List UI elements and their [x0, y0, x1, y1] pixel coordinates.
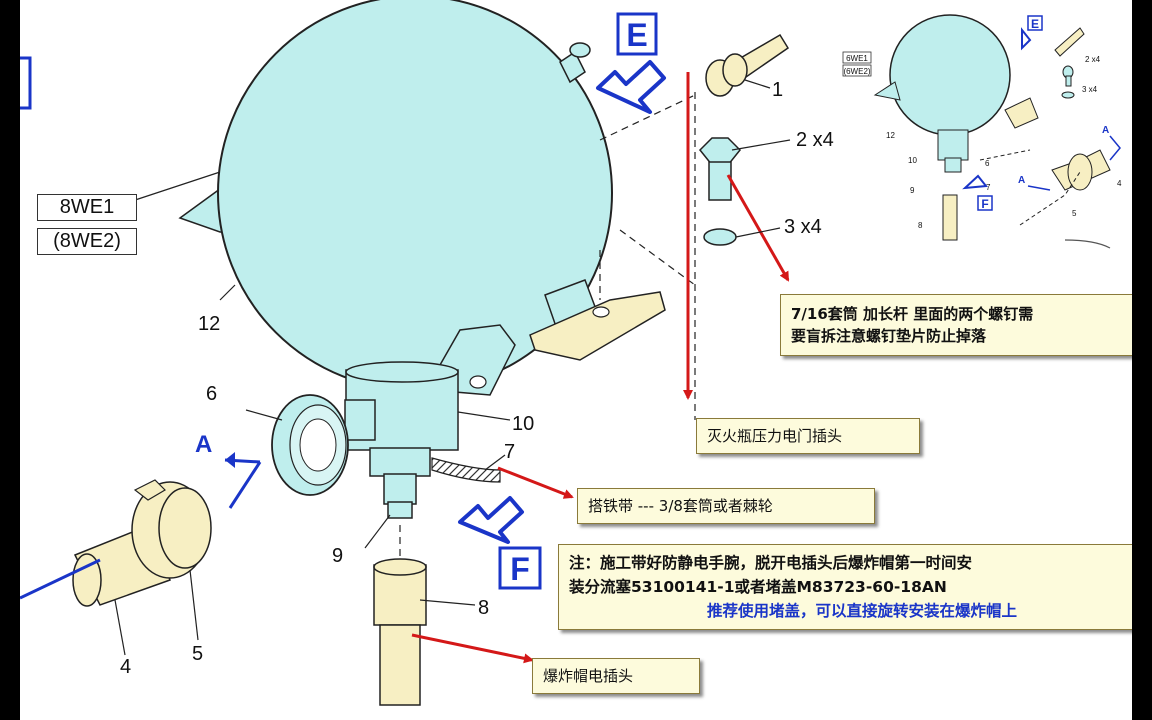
- washer: [703, 228, 737, 246]
- note-pressure-switch-connector: 灭火瓶压力电门插头: [696, 418, 920, 454]
- valve-body: [344, 361, 459, 519]
- inset-callout-8: 8: [918, 221, 923, 230]
- inset-view-letter-f: F: [981, 197, 988, 211]
- inset-bottle: [889, 14, 1011, 136]
- callout-2: 2 x4: [796, 129, 834, 151]
- pressure-switch-connector: [705, 33, 790, 97]
- callout-8: 8: [478, 597, 489, 619]
- view-bracket-partial: [20, 56, 32, 110]
- fill-port: [559, 42, 591, 84]
- view-letter-f: F: [510, 551, 530, 587]
- coupling-nut: [271, 394, 349, 496]
- ref-box-8we1: 8WE1: [37, 194, 137, 221]
- ref-label-8we2: (8WE2): [53, 230, 121, 252]
- note-socket-tool: 7/16套筒 加长杆 里面的两个螺钉需 要盲拆注意螺钉垫片防止掉落: [780, 294, 1132, 356]
- inset-callout-2: 2 x4: [1085, 55, 1101, 64]
- diagram-stage: E F A 1 2 x4 3 x4 4 5 6 7 8 9 10 12: [20, 0, 1132, 720]
- inset-callout-9: 9: [910, 186, 915, 195]
- view-letter-e: E: [626, 17, 647, 53]
- inset-view-letter-a-right: A: [1102, 125, 1109, 136]
- inset-ref-1: 6WE1: [846, 54, 868, 63]
- inset-callout-4: 4: [1117, 179, 1122, 188]
- inset-locator-view: E F A A 6WE1 (6WE2) 2 x4 3 x4 4 5 6 7 8 …: [842, 14, 1122, 249]
- callout-7: 7: [504, 441, 515, 463]
- inset-view-letter-e: E: [1031, 17, 1039, 31]
- view-arrow-f: [458, 496, 524, 544]
- note-caution: 注：施工带好防静电手腕，脱开电插头后爆炸帽第一时间安 装分流塞53100141-…: [558, 544, 1132, 630]
- callout-5: 5: [192, 643, 203, 665]
- callout-leaders: [114, 79, 791, 656]
- view-letter-f-box: F: [498, 546, 542, 590]
- callout-12: 12: [198, 313, 220, 335]
- bonding-strap: [431, 457, 501, 483]
- view-letter-e-box: E: [616, 12, 658, 56]
- note-caution-line1: 注：施工带好防静电手腕，脱开电插头后爆炸帽第一时间安: [569, 554, 973, 572]
- note-squib-text: 爆炸帽电插头: [543, 667, 634, 685]
- callout-6: 6: [206, 383, 217, 405]
- section-line-a: [224, 458, 262, 509]
- mounting-bolt: [698, 137, 742, 201]
- inset-ref-2: (6WE2): [843, 67, 870, 76]
- annotation-arrows: [411, 72, 790, 664]
- note-caution-line2: 装分流塞53100141-1或者堵盖M83723-60-18AN: [569, 578, 947, 596]
- callout-4: 4: [120, 656, 131, 678]
- note-caution-line3: 推荐使用堵盖，可以直接旋转安装在爆炸帽上: [707, 602, 1018, 620]
- note-strap-text: 搭铁带 --- 3/8套筒或者棘轮: [588, 497, 773, 515]
- inset-callout-6: 6: [985, 159, 990, 168]
- note-socket-line2: 要盲拆注意螺钉垫片防止掉落: [791, 327, 987, 345]
- section-line-a-left: [20, 558, 101, 600]
- note-connector-text: 灭火瓶压力电门插头: [707, 427, 843, 445]
- inset-callout-12: 12: [886, 131, 895, 140]
- connector-plug: [72, 479, 212, 607]
- note-bonding-strap: 搭铁带 --- 3/8套筒或者棘轮: [577, 488, 875, 524]
- inset-callout-5: 5: [1072, 209, 1077, 218]
- exploded-view-illustration: E F A 1 2 x4 3 x4 4 5 6 7 8 9 10 12: [20, 0, 1122, 706]
- inset-callout-10: 10: [908, 156, 917, 165]
- ref-label-8we1: 8WE1: [59, 196, 115, 218]
- callout-10: 10: [512, 413, 534, 435]
- callout-3: 3 x4: [784, 216, 822, 238]
- inset-view-letter-a-left: A: [1018, 175, 1025, 186]
- inset-callout-3: 3 x4: [1082, 85, 1098, 94]
- view-arrow-e: [596, 60, 666, 114]
- ref-box-8we2: (8WE2): [37, 228, 137, 255]
- note-squib-connector: 爆炸帽电插头: [532, 658, 700, 694]
- view-letter-a: A: [195, 431, 212, 458]
- note-socket-line1: 7/16套筒 加长杆 里面的两个螺钉需: [791, 305, 1034, 323]
- inset-callout-7: 7: [986, 183, 991, 192]
- callout-1: 1: [772, 79, 783, 101]
- squib-connector: [373, 558, 427, 706]
- callout-9: 9: [332, 545, 343, 567]
